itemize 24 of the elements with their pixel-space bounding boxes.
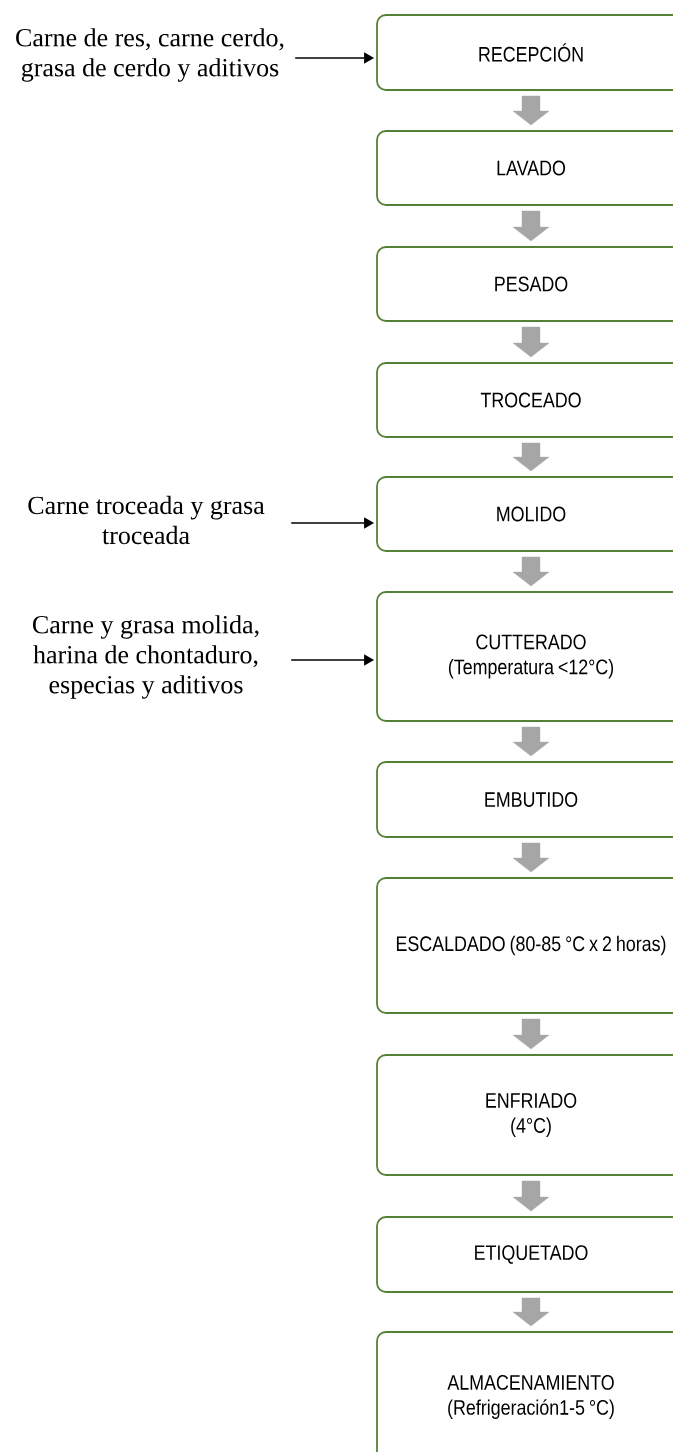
arrow	[512, 842, 550, 873]
input-text: Carne de res, carne cerdo, grasa de cerdo y aditivos	[16, 28, 284, 82]
arrow	[512, 556, 550, 587]
arrow	[512, 210, 550, 242]
process-box: TROCEADO	[376, 362, 673, 438]
arrow	[512, 1180, 550, 1212]
process-box: ALMACENAMIENTO (Refrigeración1-5 °C)	[376, 1331, 673, 1452]
process-box: LAVADO	[376, 130, 673, 206]
process-box: PESADO	[376, 246, 673, 322]
process-box: ESCALDADO (80-85 °C x 2 horas)	[376, 877, 673, 1014]
process-box: ENFRIADO (4°C)	[376, 1054, 673, 1176]
arrow	[512, 1297, 550, 1327]
process-box: ETIQUETADO	[376, 1216, 673, 1293]
arrow	[512, 442, 550, 472]
process-box: CUTTERADO (Temperatura <12°C)	[376, 591, 673, 722]
arrow	[512, 1018, 550, 1050]
input-text: Carne troceada y grasa troceada	[28, 495, 265, 545]
input-text: Carne y grasa molida, harina de chontaduro, especias y aditivos	[33, 615, 259, 699]
arrow	[512, 326, 550, 358]
arrow	[512, 726, 550, 757]
process-box: MOLIDO	[376, 476, 673, 552]
process-box: RECEPCIÓN	[376, 14, 673, 91]
arrow	[512, 95, 550, 126]
process-box: EMBUTIDO	[376, 761, 673, 838]
